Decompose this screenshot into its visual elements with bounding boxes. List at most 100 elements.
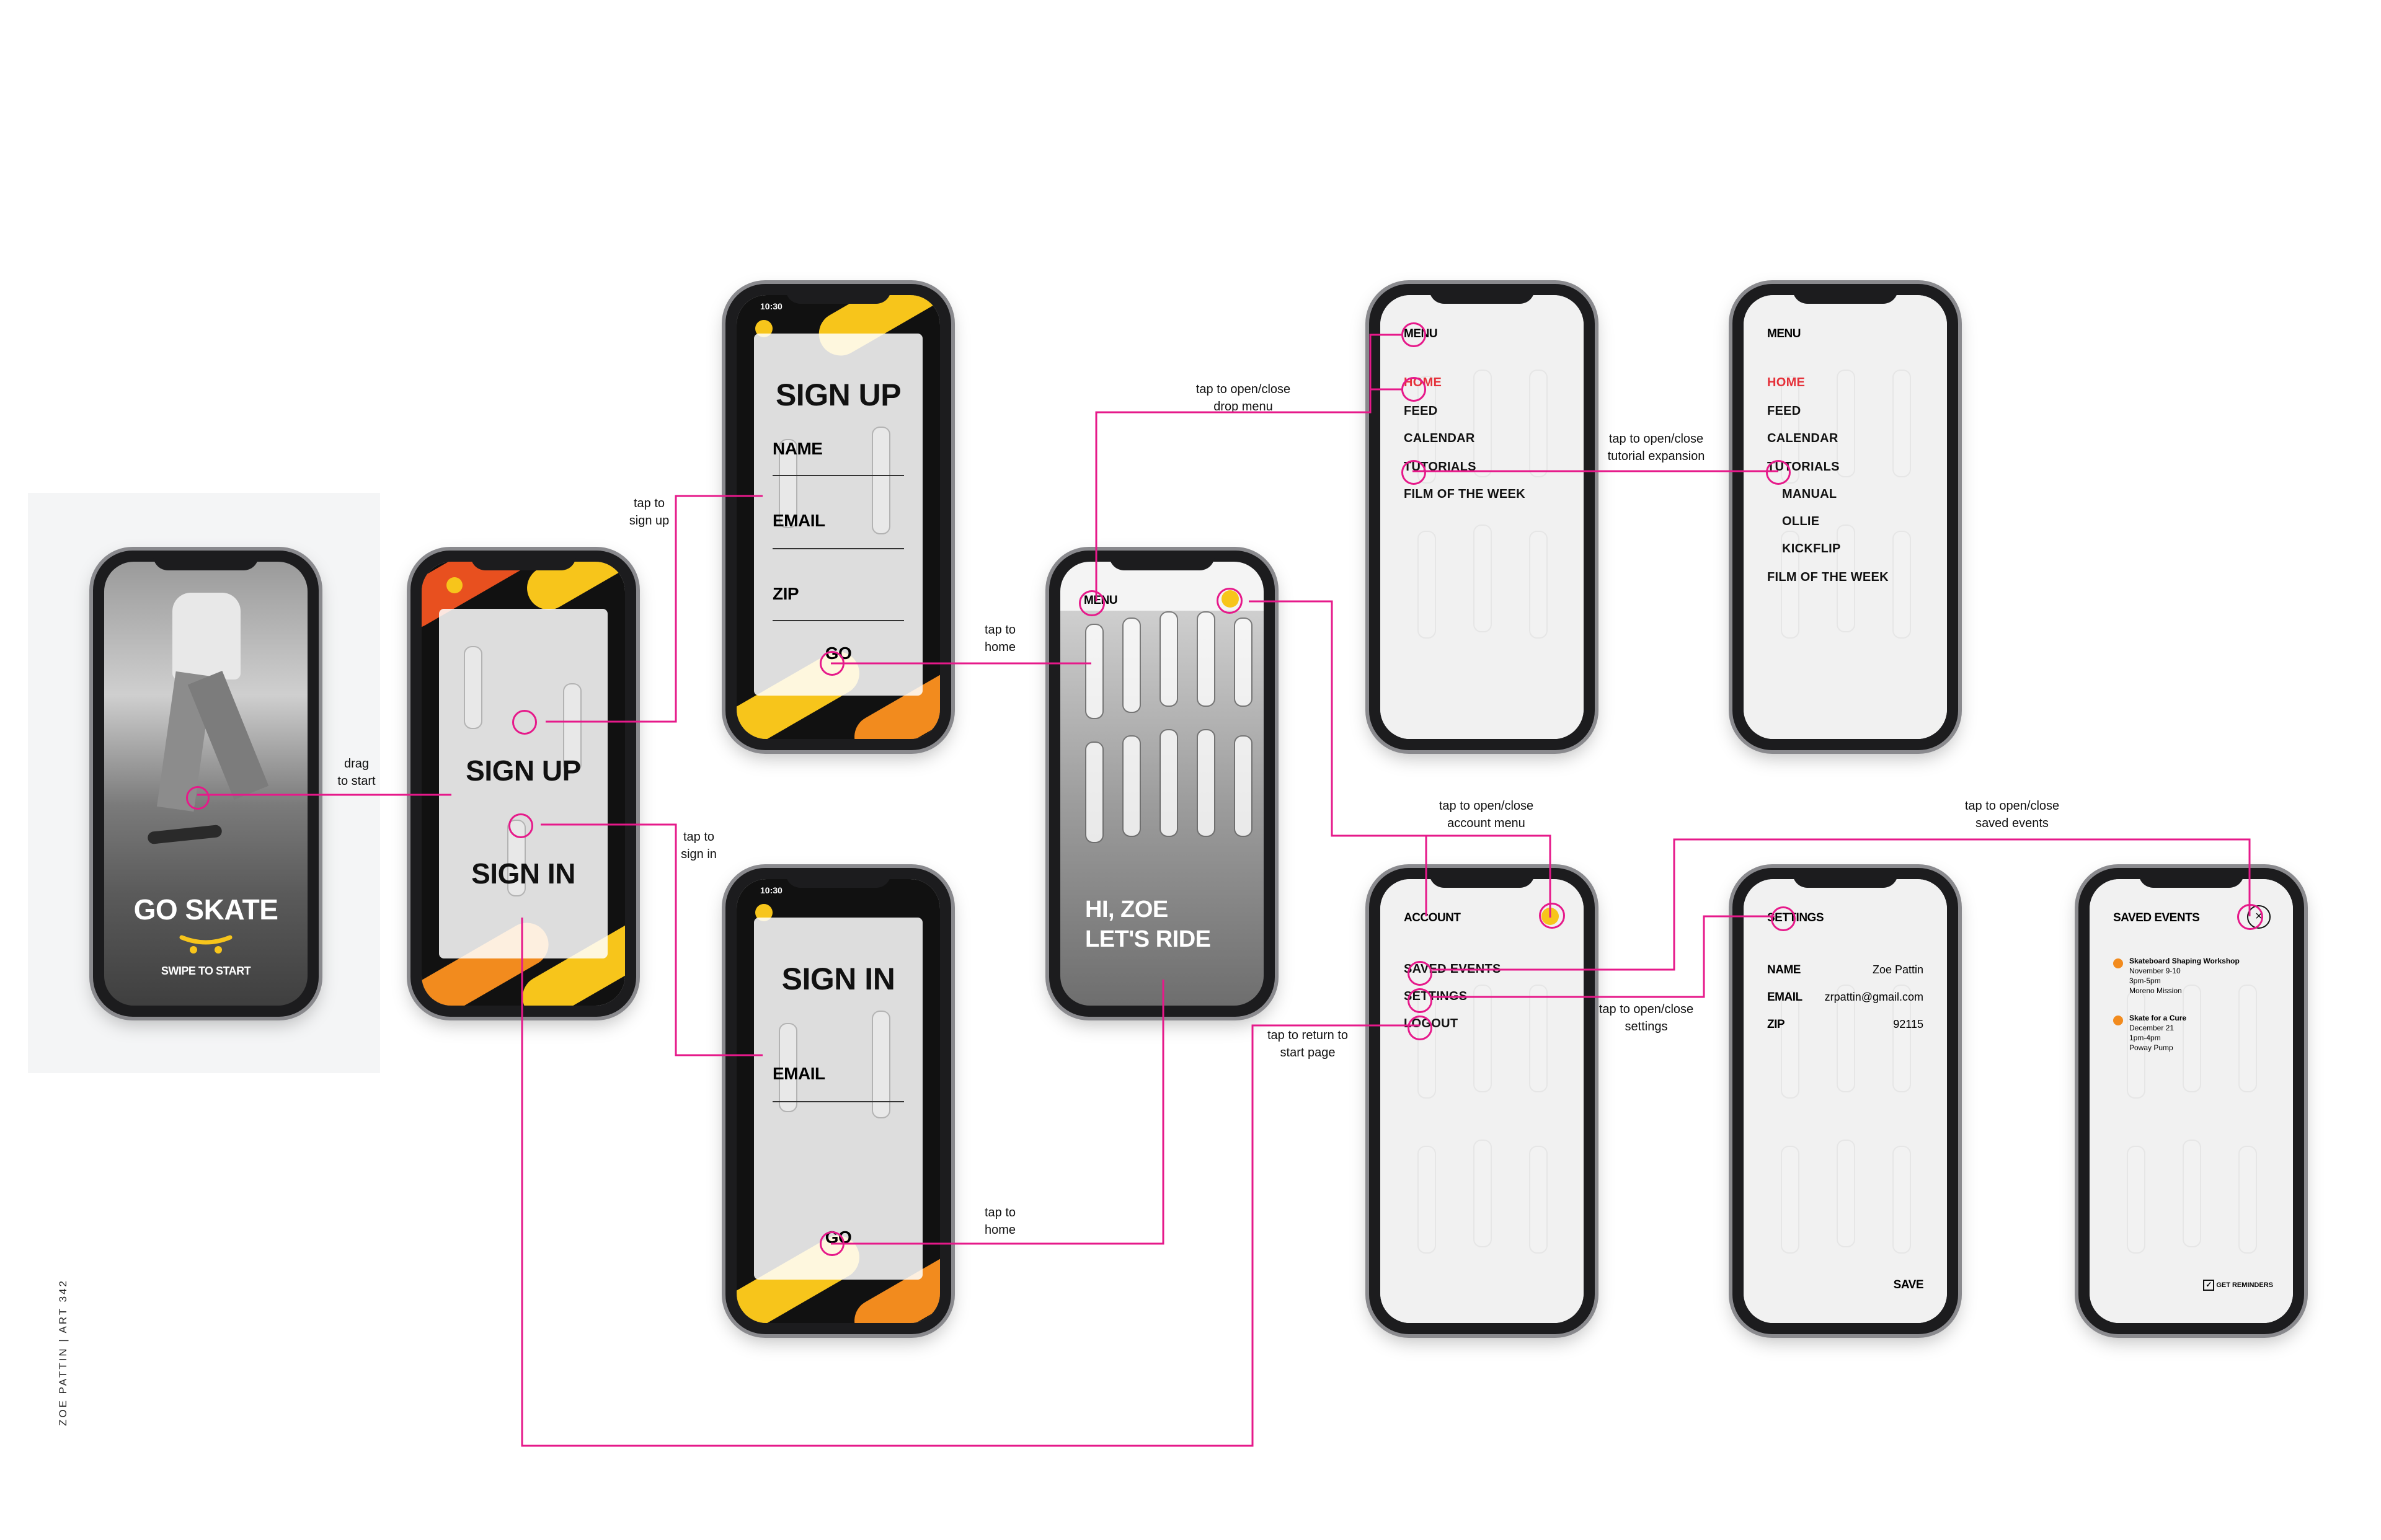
submenu-item-kickflip[interactable]: KICKFLIP xyxy=(1782,542,1841,555)
intro-screen[interactable]: GO SKATE SWIPE TO START xyxy=(104,562,308,1006)
sign-up-go-highlight xyxy=(820,651,845,676)
notch xyxy=(2139,868,2244,888)
phone-sign-up: 10:30 SIGN UP NAME EMAIL ZIP GO xyxy=(725,284,951,750)
sign-in-button[interactable]: SIGN IN xyxy=(471,857,575,890)
notch xyxy=(471,551,576,570)
menu-item-film[interactable]: FILM OF THE WEEK xyxy=(1767,570,1889,584)
skater-photo xyxy=(147,580,269,872)
event-place: Poway Pump xyxy=(2129,1043,2173,1052)
saved-events-screen: SAVED EVENTS × Skateboard Shaping Worksh… xyxy=(2090,879,2293,1323)
notch xyxy=(1429,284,1535,304)
sign-up-title: SIGN UP xyxy=(775,378,902,412)
account-screen: ACCOUNT SAVED EVENTS SETTINGS LOGOUT xyxy=(1380,879,1584,1323)
settings-name-row: NAME Zoe Pattin xyxy=(1767,963,1923,977)
sign-in-go-highlight xyxy=(820,1231,845,1256)
notch xyxy=(786,284,891,304)
faded-background xyxy=(1744,879,1947,1323)
sign-in-screen: 10:30 SIGN IN EMAIL GO xyxy=(737,879,940,1323)
splash-card: SIGN UP SIGN IN xyxy=(439,609,608,958)
close-highlight xyxy=(2237,904,2263,930)
menu-expanded-screen: MENU HOME FEED CALENDAR TUTORIALS MANUAL… xyxy=(1744,295,1947,739)
home-screen: MENU HI, ZOE LET'S RIDE xyxy=(1060,562,1264,1006)
settings-title-highlight xyxy=(1771,906,1796,931)
menu-item-film[interactable]: FILM OF THE WEEK xyxy=(1404,487,1525,501)
menu-item-feed[interactable]: FEED xyxy=(1767,404,1801,418)
tutorials-item-highlight xyxy=(1766,460,1791,485)
connector-return-start xyxy=(521,918,1420,1447)
faded-background xyxy=(1744,295,1947,739)
menu-item-feed[interactable]: FEED xyxy=(1404,404,1438,418)
name-field-label[interactable]: NAME xyxy=(773,439,823,458)
settings-screen: SETTINGS NAME Zoe Pattin EMAIL zrpattin@… xyxy=(1744,879,1947,1323)
settings-name-value[interactable]: Zoe Pattin xyxy=(1872,963,1923,976)
submenu-item-manual[interactable]: MANUAL xyxy=(1782,487,1837,501)
phone-splash: SIGN UP SIGN IN xyxy=(410,551,636,1017)
notch xyxy=(153,551,259,570)
zip-field-label[interactable]: ZIP xyxy=(773,584,799,603)
sign-up-highlight xyxy=(512,710,537,735)
checkbox-icon: ✓ xyxy=(2203,1280,2215,1291)
event-name: Skate for a Cure xyxy=(2129,1014,2187,1022)
phone-account: ACCOUNT SAVED EVENTS SETTINGS LOGOUT xyxy=(1369,868,1595,1334)
logout-highlight xyxy=(1408,1016,1432,1040)
menu-item-calendar[interactable]: CALENDAR xyxy=(1767,431,1838,445)
account-title[interactable]: ACCOUNT xyxy=(1404,911,1461,924)
menu-title[interactable]: MENU xyxy=(1767,327,1801,340)
phone-menu: MENU HOME FEED CALENDAR TUTORIALS FILM O… xyxy=(1369,284,1595,750)
faded-background xyxy=(2090,879,2293,1323)
phone-intro: GO SKATE SWIPE TO START xyxy=(93,551,319,1017)
event-date: December 21 xyxy=(2129,1024,2175,1032)
avatar-highlight xyxy=(1217,588,1243,614)
status-time: 10:30 xyxy=(760,301,783,311)
settings-zip-row: ZIP 92115 xyxy=(1767,1018,1923,1032)
settings-highlight xyxy=(1408,988,1432,1013)
submenu-item-ollie[interactable]: OLLIE xyxy=(1782,515,1820,528)
sign-in-title: SIGN IN xyxy=(781,962,895,996)
event-marker-icon xyxy=(2113,1016,2123,1025)
settings-email-value[interactable]: zrpattin@gmail.com xyxy=(1824,991,1923,1003)
swipe-to-start[interactable]: SWIPE TO START xyxy=(161,965,251,977)
menu-item-calendar[interactable]: CALENDAR xyxy=(1404,431,1475,445)
menu-item-home[interactable]: HOME xyxy=(1767,376,1806,389)
notch xyxy=(1793,868,1898,888)
settings-zip-value[interactable]: 92115 xyxy=(1893,1018,1923,1030)
credit-text: ZOE PATTIN | ART 342 xyxy=(57,1279,69,1426)
intro-title: GO SKATE xyxy=(133,893,278,926)
email-field-line xyxy=(773,1101,904,1102)
reminders-checkbox[interactable]: ✓ GET REMINDERS xyxy=(2203,1280,2273,1291)
sign-up-button[interactable]: SIGN UP xyxy=(466,755,581,787)
event-date: November 9-10 xyxy=(2129,967,2181,975)
saved-events-highlight xyxy=(1408,961,1432,986)
save-button[interactable]: SAVE xyxy=(1893,1278,1924,1291)
reminders-label: GET REMINDERS xyxy=(2216,1281,2273,1289)
sign-up-screen: 10:30 SIGN UP NAME EMAIL ZIP GO xyxy=(737,295,940,739)
home-item-highlight xyxy=(1401,377,1426,402)
email-field-label[interactable]: EMAIL xyxy=(773,511,825,530)
email-field-label[interactable]: EMAIL xyxy=(773,1064,825,1083)
phone-menu-expanded: MENU HOME FEED CALENDAR TUTORIALS MANUAL… xyxy=(1732,284,1958,750)
greeting-line-1: HI, ZOE xyxy=(1085,896,1168,923)
status-time: 10:30 xyxy=(760,885,783,895)
drag-handle-highlight[interactable] xyxy=(186,786,210,810)
sign-up-card: SIGN UP NAME EMAIL ZIP GO xyxy=(754,334,923,696)
name-field-line xyxy=(773,475,904,476)
settings-email-label: EMAIL xyxy=(1767,991,1802,1004)
saved-events-title: SAVED EVENTS xyxy=(2113,911,2200,924)
tutorials-item-highlight xyxy=(1401,460,1426,485)
zip-field-line xyxy=(773,620,904,621)
phone-saved-events: SAVED EVENTS × Skateboard Shaping Worksh… xyxy=(2078,868,2304,1334)
account-avatar-highlight xyxy=(1539,903,1565,929)
settings-email-row: EMAIL zrpattin@gmail.com xyxy=(1767,991,1923,1004)
settings-zip-label: ZIP xyxy=(1767,1018,1785,1031)
faded-background xyxy=(1380,295,1584,739)
